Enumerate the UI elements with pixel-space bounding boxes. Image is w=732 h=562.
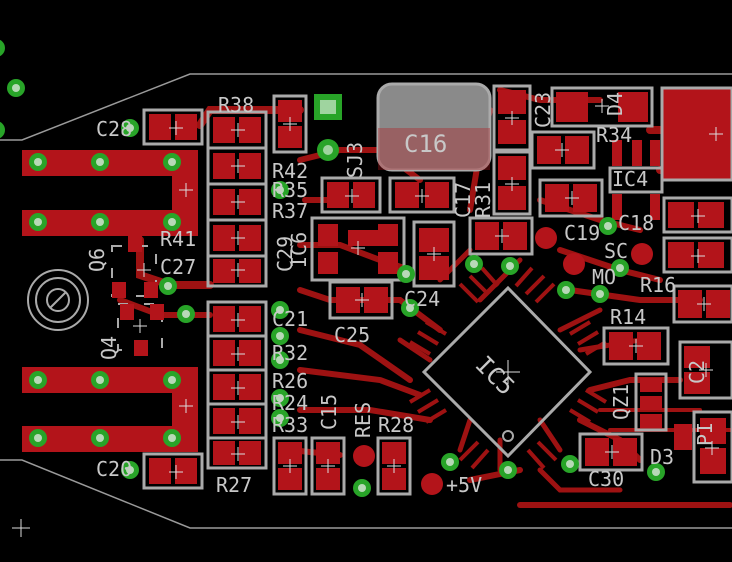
via-hole xyxy=(126,124,134,132)
component-labels: R38 C28 R42 R35 R37 R41 C27 Q6 Q4 C29 IC… xyxy=(85,92,717,497)
label-d4: D4 xyxy=(603,92,627,116)
label-ic4: IC4 xyxy=(612,167,648,191)
via-hole xyxy=(604,222,612,230)
label-r26: R26 xyxy=(272,369,308,393)
via-hole xyxy=(358,484,366,492)
label-mo: MO xyxy=(592,265,616,289)
label-r33: R33 xyxy=(272,413,308,437)
via xyxy=(0,39,5,57)
label-ic6: IC6 xyxy=(287,232,311,268)
via-hole xyxy=(34,218,42,226)
label-r14: R14 xyxy=(610,305,646,329)
via-hole xyxy=(504,466,512,474)
label-c25: C25 xyxy=(334,323,370,347)
via-hole xyxy=(506,262,514,270)
label-c30: C30 xyxy=(588,467,624,491)
label-r37: R37 xyxy=(272,199,308,223)
vias xyxy=(0,39,665,497)
label-res: RES xyxy=(351,402,375,438)
label-c23: C23 xyxy=(531,92,555,128)
label-r32: R32 xyxy=(272,341,308,365)
via-hole xyxy=(34,158,42,166)
label-c20: C20 xyxy=(96,457,132,481)
via-hole xyxy=(168,218,176,226)
via-hole xyxy=(276,332,284,340)
label-c18: C18 xyxy=(618,211,654,235)
label-sj3: SJ3 xyxy=(343,142,367,178)
label-c19: C19 xyxy=(564,221,600,245)
via-hole xyxy=(96,434,104,442)
via-hole xyxy=(96,158,104,166)
label-q6: Q6 xyxy=(85,248,109,272)
label-r35: R35 xyxy=(272,178,308,202)
label-d3: D3 xyxy=(650,445,674,469)
via-hole xyxy=(276,306,284,314)
via-hole xyxy=(34,434,42,442)
transistor-footprints xyxy=(111,236,164,356)
label-r42: R42 xyxy=(272,159,308,183)
via-hole xyxy=(276,394,284,402)
label-c24: C24 xyxy=(404,287,440,311)
label-c27: C27 xyxy=(160,255,196,279)
label-r27: R27 xyxy=(216,473,252,497)
via-hole xyxy=(168,434,176,442)
label-r16: R16 xyxy=(640,273,676,297)
mounting-hole xyxy=(27,269,89,331)
label-r41: R41 xyxy=(160,227,196,251)
label-r34: R34 xyxy=(596,123,632,147)
label-sc: SC xyxy=(604,239,628,263)
via-hole xyxy=(446,458,454,466)
via-hole xyxy=(12,84,20,92)
via-hole xyxy=(96,218,104,226)
via-hole xyxy=(276,356,284,364)
label-r38: R38 xyxy=(218,93,254,117)
via-hole xyxy=(96,376,104,384)
solder-jumper-sj3 xyxy=(314,94,342,161)
via-hole xyxy=(34,376,42,384)
label-r24: R24 xyxy=(272,391,308,415)
label-c15: C15 xyxy=(317,394,341,430)
test-points xyxy=(353,227,653,495)
label-r28: R28 xyxy=(378,413,414,437)
origin-markers xyxy=(12,99,723,537)
label-qz1: QZ1 xyxy=(609,384,633,420)
label-c16: C16 xyxy=(404,130,447,158)
label-ic5: IC5 xyxy=(470,350,520,400)
board-outline xyxy=(0,73,732,529)
via-hole xyxy=(164,282,172,290)
label-c28: C28 xyxy=(96,117,132,141)
via xyxy=(0,121,5,139)
label-c17: C17 xyxy=(451,182,475,218)
via-hole xyxy=(652,468,660,476)
via-hole xyxy=(168,376,176,384)
via-hole xyxy=(182,310,190,318)
label-c29: C29 xyxy=(273,236,297,272)
via-hole xyxy=(616,264,624,272)
via-hole xyxy=(168,158,176,166)
via-hole xyxy=(402,270,410,278)
label-q4: Q4 xyxy=(97,336,121,360)
label-c2: C2 xyxy=(685,360,709,384)
via-hole xyxy=(470,260,478,268)
via-hole xyxy=(562,286,570,294)
via-hole xyxy=(596,290,604,298)
ic5-package xyxy=(408,266,608,470)
via-hole xyxy=(566,460,574,468)
via-hole xyxy=(126,466,134,474)
label-5v: +5V xyxy=(446,473,482,497)
label-c21: C21 xyxy=(272,307,308,331)
via-hole xyxy=(276,186,284,194)
label-r31: R31 xyxy=(471,182,495,218)
label-pi: PI xyxy=(693,422,717,446)
via-hole xyxy=(406,304,414,312)
via-hole xyxy=(276,414,284,422)
